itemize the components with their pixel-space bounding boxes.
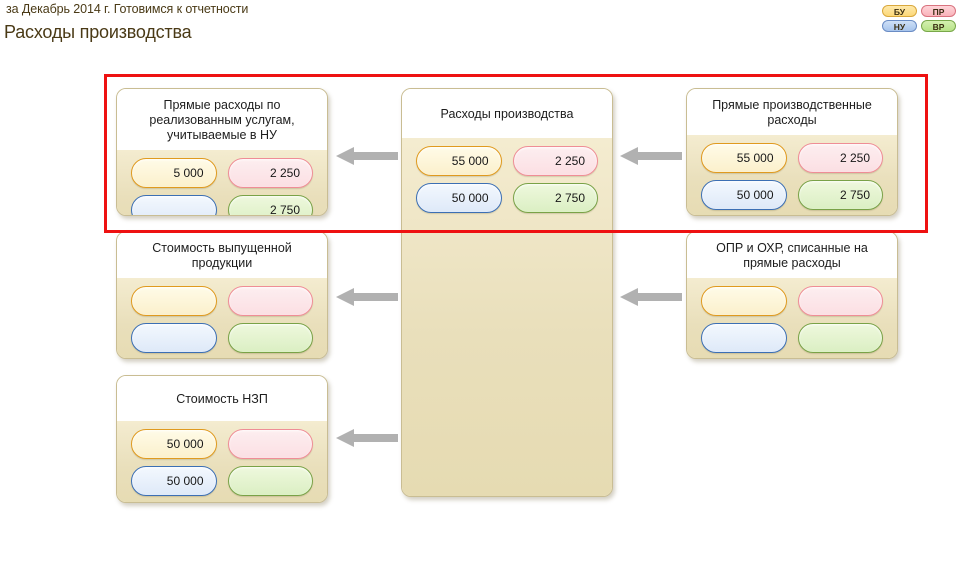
card-title: Прямые расходы по реализованным услугам,… bbox=[117, 89, 327, 150]
pill-vr[interactable]: 2 750 bbox=[797, 180, 883, 210]
pill-pr[interactable]: 2 250 bbox=[512, 146, 598, 176]
pill-pr[interactable] bbox=[227, 429, 313, 459]
card-wip-cost[interactable]: Стоимость НЗП 50 000 50 000 bbox=[116, 375, 328, 503]
card-title: Стоимость НЗП bbox=[117, 376, 327, 421]
arrow-shaft bbox=[636, 293, 682, 301]
pill-bu[interactable]: 5 000 bbox=[131, 158, 217, 188]
legend-badge-pr[interactable]: ПР bbox=[921, 5, 956, 17]
pill-pr[interactable] bbox=[797, 286, 883, 316]
pill-vr[interactable] bbox=[227, 466, 313, 496]
pill-grid bbox=[131, 286, 313, 353]
card-body: 50 000 50 000 bbox=[117, 421, 327, 502]
arrow-shaft bbox=[352, 434, 398, 442]
card-body: 55 000 2 250 50 000 2 750 bbox=[687, 135, 897, 215]
card-direct-production-costs[interactable]: Прямые производственные расходы 55 000 2… bbox=[686, 88, 898, 216]
pill-vr[interactable]: 2 750 bbox=[227, 195, 313, 215]
arrow-center-to-wip bbox=[336, 429, 398, 447]
pill-vr[interactable] bbox=[797, 323, 883, 353]
legend-badge-nu[interactable]: НУ bbox=[882, 20, 917, 32]
pill-nu[interactable]: 50 000 bbox=[701, 180, 787, 210]
pill-grid: 55 000 2 250 50 000 2 750 bbox=[416, 146, 598, 213]
pill-pr[interactable] bbox=[227, 286, 313, 316]
pill-grid: 5 000 2 250 2 750 bbox=[131, 158, 313, 215]
card-body bbox=[117, 278, 327, 358]
card-title: ОПР и ОХР, списанные на прямые расходы bbox=[687, 232, 897, 278]
card-title: Стоимость выпущенной продукции bbox=[117, 232, 327, 278]
arrow-head-icon bbox=[336, 288, 354, 306]
pill-nu[interactable] bbox=[131, 323, 217, 353]
arrow-center-to-released-product bbox=[336, 288, 398, 306]
pill-bu[interactable]: 55 000 bbox=[416, 146, 502, 176]
pill-vr[interactable] bbox=[227, 323, 313, 353]
card-body: 55 000 2 250 50 000 2 750 bbox=[402, 138, 612, 496]
arrow-head-icon bbox=[336, 147, 354, 165]
period-subtitle: за Декабрь 2014 г. Готовимся к отчетност… bbox=[6, 2, 249, 16]
arrow-head-icon bbox=[620, 288, 638, 306]
card-title: Расходы производства bbox=[402, 89, 612, 138]
arrow-center-to-direct-services bbox=[336, 147, 398, 165]
pill-bu[interactable] bbox=[701, 286, 787, 316]
arrow-direct-production-to-center bbox=[620, 147, 682, 165]
pill-nu[interactable]: 50 000 bbox=[416, 183, 502, 213]
card-direct-services-nu[interactable]: Прямые расходы по реализованным услугам,… bbox=[116, 88, 328, 216]
legend-badge-vr[interactable]: ВР bbox=[921, 20, 956, 32]
arrow-shaft bbox=[352, 152, 398, 160]
pill-pr[interactable]: 2 250 bbox=[227, 158, 313, 188]
arrow-shaft bbox=[636, 152, 682, 160]
card-body: 5 000 2 250 2 750 bbox=[117, 150, 327, 215]
legend-badge-bu[interactable]: БУ bbox=[882, 5, 917, 17]
arrow-opr-ohr-to-center bbox=[620, 288, 682, 306]
pill-grid: 55 000 2 250 50 000 2 750 bbox=[701, 143, 883, 210]
card-body bbox=[687, 278, 897, 358]
pill-grid bbox=[701, 286, 883, 353]
card-production-costs[interactable]: Расходы производства 55 000 2 250 50 000… bbox=[401, 88, 613, 497]
pill-nu[interactable]: 50 000 bbox=[131, 466, 217, 496]
arrow-shaft bbox=[352, 293, 398, 301]
legend-badges: БУ ПР НУ ВР bbox=[882, 5, 960, 32]
pill-nu[interactable] bbox=[131, 195, 217, 215]
card-opr-ohr-written-off[interactable]: ОПР и ОХР, списанные на прямые расходы bbox=[686, 231, 898, 359]
pill-bu[interactable]: 55 000 bbox=[701, 143, 787, 173]
pill-pr[interactable]: 2 250 bbox=[797, 143, 883, 173]
page-title: Расходы производства bbox=[4, 22, 192, 42]
card-title: Прямые производственные расходы bbox=[687, 89, 897, 135]
pill-bu[interactable]: 50 000 bbox=[131, 429, 217, 459]
arrow-head-icon bbox=[336, 429, 354, 447]
arrow-head-icon bbox=[620, 147, 638, 165]
pill-bu[interactable] bbox=[131, 286, 217, 316]
pill-grid: 50 000 50 000 bbox=[131, 429, 313, 496]
pill-vr[interactable]: 2 750 bbox=[512, 183, 598, 213]
pill-nu[interactable] bbox=[701, 323, 787, 353]
card-released-product-cost[interactable]: Стоимость выпущенной продукции bbox=[116, 231, 328, 359]
